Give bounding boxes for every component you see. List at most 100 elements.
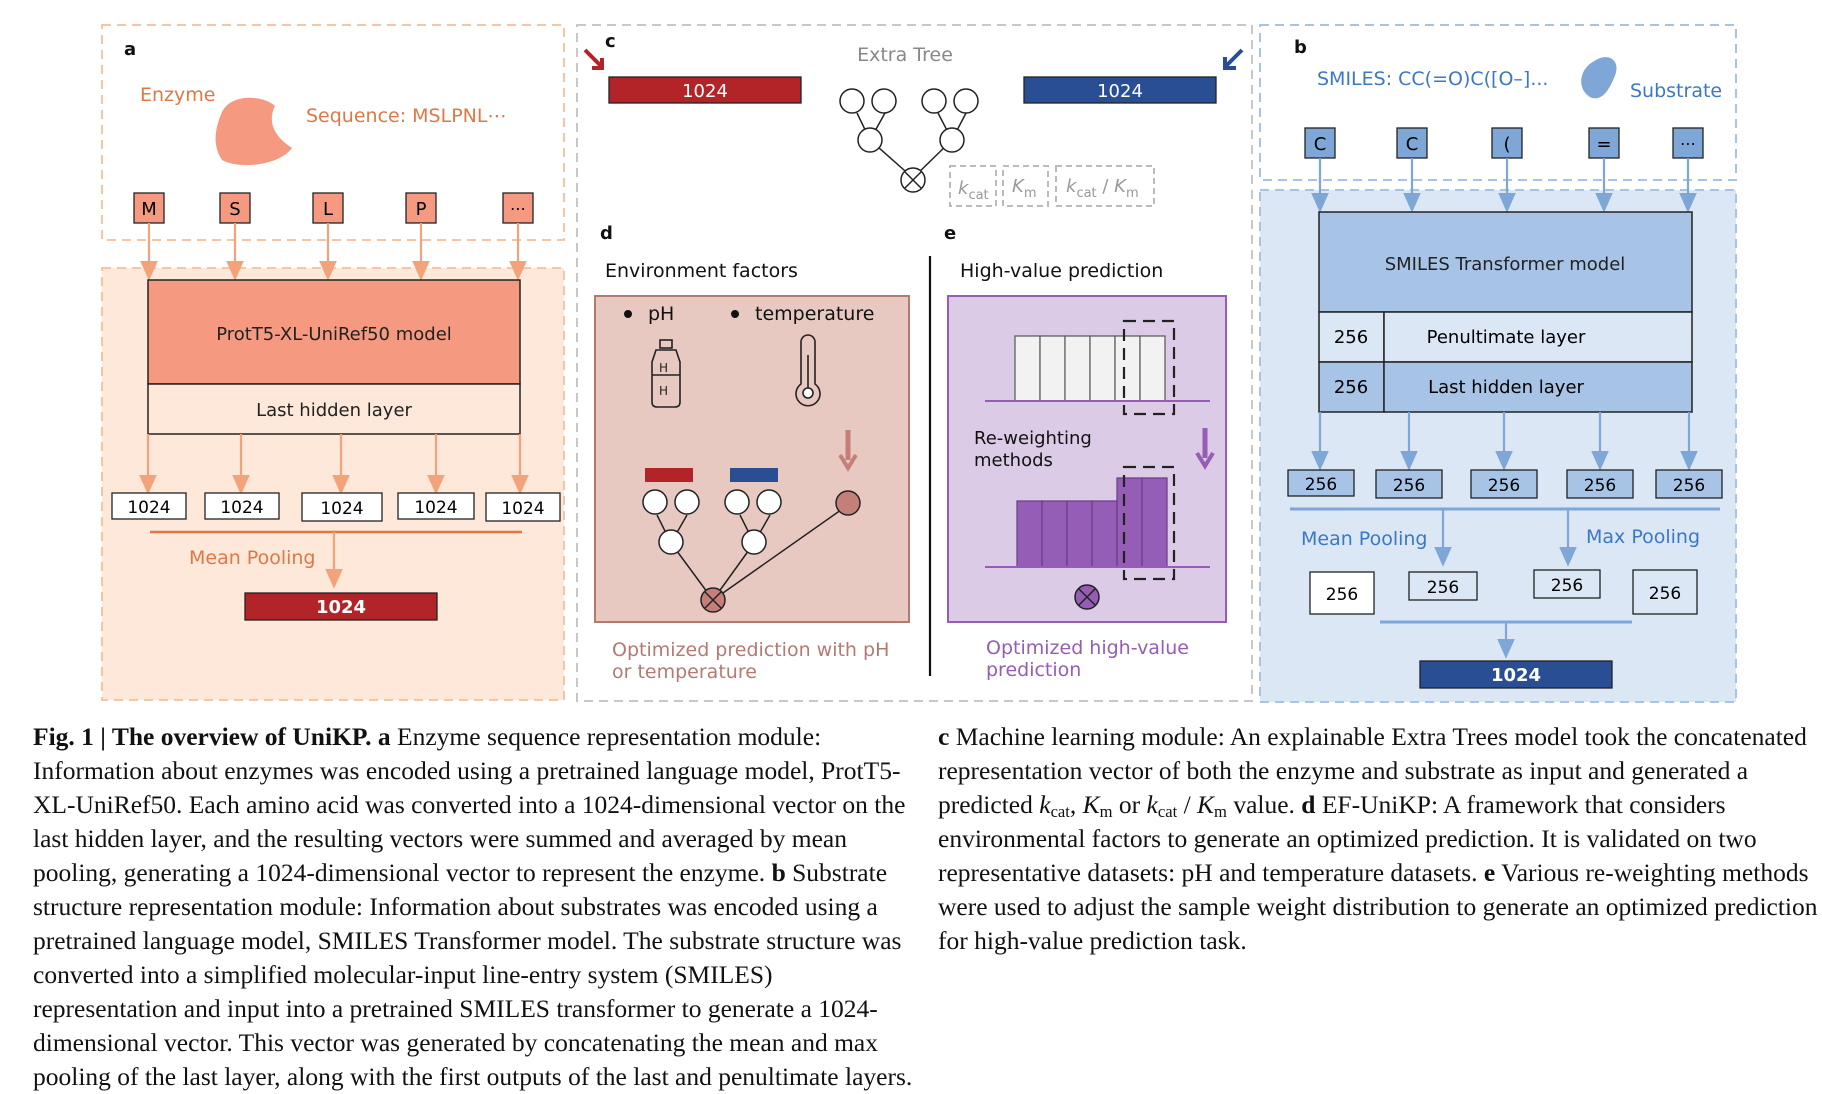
panel-d: d Environment factors pH temperature H H [594, 223, 910, 683]
panel-d-title: Environment factors [605, 260, 798, 282]
token-box [219, 192, 251, 224]
substrate-output-text: 1024 [1491, 665, 1541, 686]
tree-node [953, 88, 979, 114]
vector-text: 256 [1551, 576, 1583, 596]
token-text: ( [1503, 134, 1510, 155]
figure-caption-right: c Machine learning module: An explainabl… [938, 722, 1818, 955]
tree-outputs: kcat Km kcat / Km [949, 165, 1155, 207]
sequence-label: Sequence: MSLPNL⋯ [306, 105, 506, 127]
panel-e-caption-line2: prediction [986, 659, 1081, 681]
max-pooling-label: Max Pooling [1586, 526, 1700, 548]
vector-text: 256 [1393, 476, 1425, 496]
vector-box [1566, 469, 1634, 499]
token-text: ⋯ [510, 199, 526, 218]
reweighted-distribution [1016, 477, 1168, 568]
token-text: S [229, 199, 240, 220]
pooled-vectors: 256 256 256 256 [1309, 569, 1698, 615]
ph-vector [645, 468, 693, 482]
panel-b-letter: b [1294, 37, 1307, 58]
vector-text: 1024 [414, 498, 457, 518]
token-box [1491, 127, 1523, 159]
vector-text: 256 [1305, 475, 1337, 495]
output-kcat: kcat [958, 178, 989, 203]
vector-box [1655, 469, 1723, 499]
output-km: Km [1012, 176, 1036, 201]
panel-c-letter: c [605, 31, 616, 52]
red-arrow-icon [583, 48, 604, 70]
tree-node [857, 127, 883, 153]
enzyme-output-text: 1024 [316, 597, 366, 618]
output-ratio: kcat / Km [1066, 176, 1139, 201]
panel-a-letter: a [124, 39, 136, 60]
tree-node [871, 88, 897, 114]
env-tree-diagram [642, 489, 861, 613]
last-hidden-label: Last hidden layer [1428, 377, 1584, 398]
vector-box [1309, 571, 1375, 615]
substrate-label: Substrate [1630, 80, 1722, 102]
vector-text: 1024 [220, 498, 263, 518]
prott5-model-label: ProtT5-XL-UniRef50 model [216, 324, 452, 345]
fig-label: Fig. 1 | The overview of UniKP. [33, 722, 372, 751]
panel-d-caption-line2: or temperature [612, 661, 757, 683]
temperature-vector [730, 468, 778, 482]
vector-text: 256 [1649, 584, 1681, 604]
vector-box [1375, 469, 1443, 499]
last-hidden-dim: 256 [1334, 377, 1368, 398]
panel-d-caption-line1: Optimized prediction with pH [612, 639, 889, 661]
token-text: C [1406, 134, 1419, 155]
smiles-transformer-label: SMILES Transformer model [1385, 254, 1626, 275]
vector-box [1470, 469, 1538, 499]
penultimate-layer-label: Penultimate layer [1427, 327, 1586, 348]
right-input-text: 1024 [1097, 81, 1143, 102]
smiles-label: SMILES: CC(=O)C([O–]... [1317, 68, 1548, 90]
left-input-vector [608, 76, 802, 104]
vector-box [111, 492, 187, 520]
bottle-icon: H H [651, 339, 681, 408]
vector-text: 1024 [501, 499, 544, 519]
vector-box [1408, 571, 1478, 601]
vector-text: 256 [1584, 476, 1616, 496]
smiles-transformer-box [1318, 211, 1693, 313]
substrate-token-arrows [1311, 158, 1697, 213]
enzyme-tokens: M S L P ⋯ [133, 192, 534, 224]
left-input-text: 1024 [682, 81, 728, 102]
temperature-label: temperature [755, 303, 874, 325]
token-text: L [323, 199, 333, 220]
enzyme-output-vector [244, 592, 438, 621]
token-box [1304, 127, 1336, 159]
vector-box [301, 492, 383, 522]
vector-box [204, 492, 280, 520]
last-hidden-layer-label: Last hidden layer [256, 400, 412, 421]
reweight-label-line2: methods [974, 450, 1053, 471]
original-distribution [1014, 335, 1166, 402]
substrate-output-vector [1419, 660, 1613, 689]
token-box [1588, 127, 1620, 159]
panel-d-letter: d [600, 223, 613, 244]
panel-e-caption-line1: Optimized high-value [986, 637, 1189, 659]
ph-label: pH [648, 303, 674, 325]
prott5-model-box [147, 279, 521, 385]
panel-c: c Extra Tree 1024 1024 kcat [583, 31, 1244, 207]
token-text: ⋯ [1680, 134, 1696, 153]
token-box [1396, 127, 1428, 159]
mean-pooling-label: Mean Pooling [189, 547, 316, 569]
panel-e-letter: e [944, 223, 956, 244]
right-input-vector [1023, 76, 1217, 104]
last-hidden-layer-box [147, 383, 521, 435]
reweight-label-line1: Re-weighting [974, 428, 1092, 449]
vector-box [1287, 469, 1355, 497]
penultimate-dim: 256 [1334, 327, 1368, 348]
extra-tree-title: Extra Tree [857, 44, 953, 66]
token-arrows [140, 223, 527, 281]
panel-b: b SMILES: CC(=O)C([O–]... Substrate C C … [1259, 24, 1737, 703]
blue-arrow-icon [1223, 48, 1244, 70]
high-value-highlight-top [1122, 319, 1176, 416]
panel-e: e High-value prediction Re-weighting met… [944, 223, 1227, 681]
vector-text: 256 [1326, 585, 1358, 605]
token-text: M [141, 199, 157, 220]
mean-pooling-label-b: Mean Pooling [1301, 528, 1428, 550]
token-text: P [416, 199, 427, 220]
hidden-arrows [139, 434, 529, 495]
extra-tree-diagram [839, 88, 979, 193]
svg-text:H: H [659, 384, 668, 398]
